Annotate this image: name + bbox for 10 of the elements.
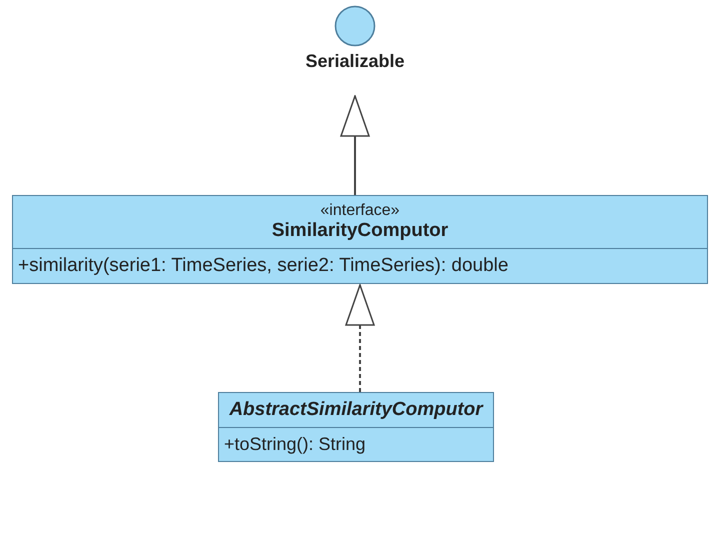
method-text: +toString(): String bbox=[223, 433, 367, 456]
generalization-arrow bbox=[340, 95, 370, 195]
class-name: AbstractSimilarityComputor bbox=[228, 399, 484, 421]
method-text: +similarity(serie1: TimeSeries, serie2: TimeSeries): double bbox=[17, 254, 510, 278]
class-name: SimilarityComputor bbox=[270, 220, 450, 242]
class-box bbox=[218, 392, 494, 462]
stereotype: «interface» bbox=[319, 202, 401, 220]
class-box bbox=[12, 195, 708, 284]
realization-arrow bbox=[345, 284, 375, 392]
interface-name: Serializable bbox=[304, 51, 406, 72]
